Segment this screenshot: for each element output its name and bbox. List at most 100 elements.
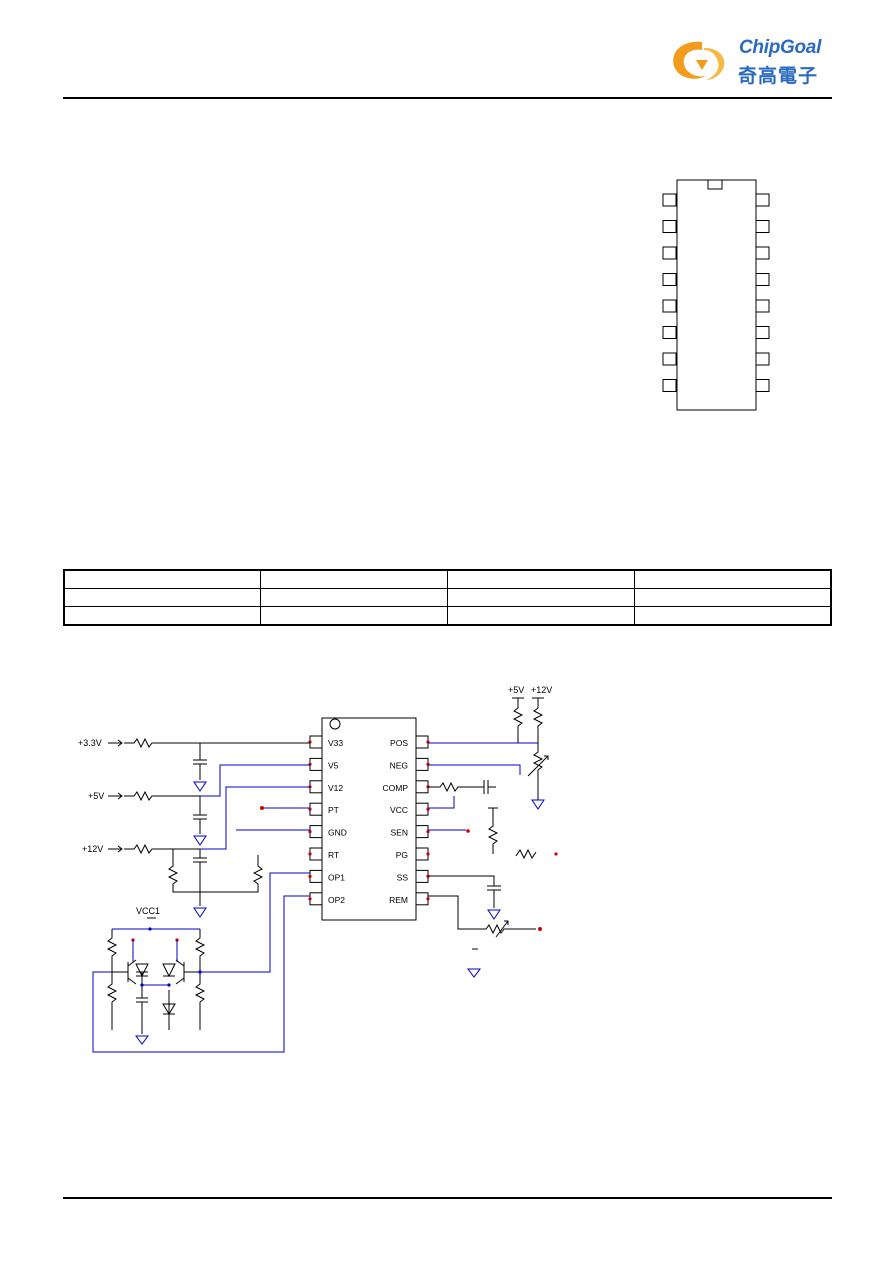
table-row — [63, 569, 832, 589]
sense-resistor — [532, 743, 544, 800]
package-pin-right-1 — [755, 193, 770, 207]
ic-pin-left-1 — [309, 735, 323, 749]
ic-pin-label: SS — [397, 872, 409, 882]
pin-dot — [426, 830, 430, 834]
ic-pin-label: V5 — [328, 760, 339, 770]
ic-pin-right-1 — [415, 735, 429, 749]
table-cell — [260, 588, 448, 607]
table-row — [63, 606, 832, 626]
logo-text-cn: 奇高電子 — [738, 66, 819, 87]
ic-pin-left-3 — [309, 780, 323, 794]
ground-icon — [531, 799, 545, 810]
table-cell — [63, 606, 262, 626]
rail-label-vcc1: VCC1 — [136, 906, 160, 916]
comp-network — [428, 780, 496, 794]
cap-c1 — [193, 743, 207, 780]
ic-pin-left-7 — [309, 869, 323, 883]
ic-pin-label: COMP — [383, 783, 409, 793]
pin-dot — [308, 830, 312, 834]
ic-pin-label: OP1 — [328, 872, 345, 882]
input-label: +3.3V — [78, 738, 102, 748]
ic-pin-label: V33 — [328, 738, 343, 748]
package-body — [676, 179, 757, 411]
package-notch — [707, 179, 723, 190]
rail-label-12v: +12V — [531, 685, 552, 695]
logo-text-en: ChipGoal — [739, 37, 822, 58]
table-cell — [63, 569, 262, 589]
diode — [162, 990, 176, 1030]
package-pinout-diagram — [662, 179, 770, 411]
ic-pin-right-4 — [415, 802, 429, 816]
cap-c2 — [193, 796, 207, 834]
package-pins — [662, 193, 770, 392]
ic-pin-right-5 — [415, 825, 429, 839]
ic-body — [321, 717, 417, 921]
ic-pin-label: V12 — [328, 783, 343, 793]
input-3v3: +3.3V — [78, 737, 310, 749]
pin-dot — [308, 874, 312, 879]
ic-pin-right-6 — [415, 847, 429, 861]
ground-icon — [487, 909, 501, 920]
pin-dot — [426, 762, 430, 767]
transistor-q1 — [112, 959, 137, 985]
package-pin-left-1 — [662, 193, 677, 207]
ic-pin-label: PG — [396, 850, 408, 860]
ground-icon — [193, 907, 207, 918]
pin-dot — [308, 897, 312, 901]
rem-network — [428, 895, 536, 935]
package-pin-left-4 — [662, 273, 677, 286]
ic-pin-left-5 — [309, 825, 323, 839]
ic-pin-left-4 — [309, 802, 323, 816]
input-12v: +12V — [82, 786, 310, 855]
ic-pin-label: GND — [328, 828, 347, 838]
package-pin-right-8 — [755, 379, 770, 392]
package-pin-left-2 — [662, 220, 677, 233]
ground-icon — [193, 835, 207, 846]
ic-pin-left-8 — [309, 892, 323, 906]
chipgoal-mark-icon — [673, 41, 725, 80]
ic-pin-left-6 — [309, 847, 323, 861]
transistor-q2 — [175, 959, 200, 985]
header-rule — [63, 97, 832, 99]
ic-pin-label: REM — [389, 895, 408, 905]
table-cell — [260, 606, 448, 626]
ic-pin-label: NEG — [390, 760, 408, 770]
input-label: +12V — [82, 844, 103, 854]
input-label: +5V — [88, 791, 104, 801]
package-pin-left-7 — [662, 352, 677, 366]
spec-table — [63, 569, 832, 626]
table-row — [63, 588, 832, 607]
package-pin-left-5 — [662, 299, 677, 313]
table-cell — [633, 606, 832, 626]
ic-pin-label: OP2 — [328, 895, 345, 905]
cap-c3 — [193, 849, 207, 906]
zener-diode — [162, 963, 176, 978]
ic-pin-label: VCC — [390, 805, 408, 815]
pin-dot — [426, 897, 430, 901]
package-pin-left-3 — [662, 246, 677, 260]
package-pin-right-5 — [755, 299, 770, 313]
ic-pin-right-3 — [415, 780, 429, 794]
ic-pin-label: RT — [328, 850, 339, 860]
input-5v: +5V — [88, 764, 310, 802]
table-cell — [633, 588, 832, 607]
ic-pin-left-2 — [309, 757, 323, 771]
package-pin-left-6 — [662, 326, 677, 339]
ic-pin-right-8 — [415, 892, 429, 906]
ic-pin1-marker — [329, 718, 341, 730]
pin-dot — [308, 762, 312, 767]
package-pin-right-7 — [755, 352, 770, 366]
divider-resistors — [167, 849, 264, 893]
table-cell — [633, 569, 832, 589]
table-cell — [446, 588, 635, 607]
ic-pin-label: POS — [390, 738, 408, 748]
ic-pin-right-7 — [415, 869, 429, 883]
ground-icon — [135, 1035, 149, 1045]
ic-pin-label: PT — [328, 805, 339, 815]
table-cell — [260, 569, 448, 589]
ic-pin-label: SEN — [391, 828, 408, 838]
rail-label-5v: +5V — [508, 685, 524, 695]
table-cell — [63, 588, 262, 607]
package-pin-left-8 — [662, 379, 677, 392]
